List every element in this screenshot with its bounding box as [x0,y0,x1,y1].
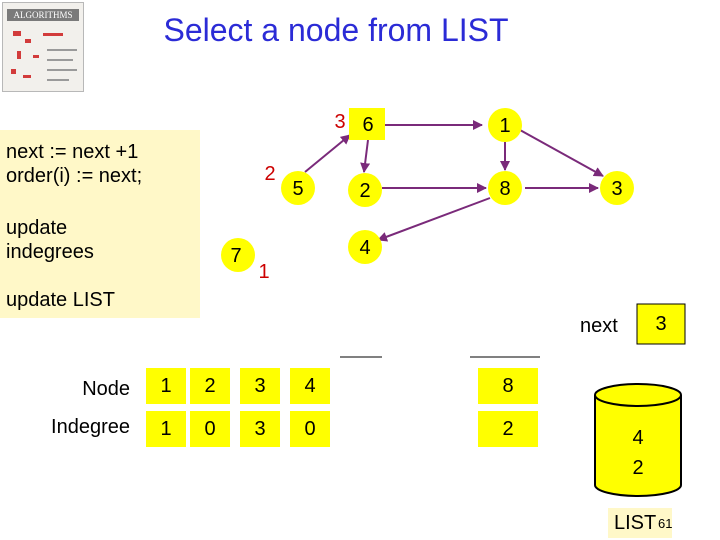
list-label: LIST [614,512,657,534]
book-title-text: ALGORITHMS [13,10,73,20]
node-3 [600,171,634,205]
table-cell-node: 3 [254,375,266,397]
node-label-4: 4 [359,237,370,259]
node-5 [281,171,315,205]
list-cylinder [594,383,682,497]
book-title-band [7,9,79,21]
code-line-indegrees: indegrees [6,241,94,263]
node-4 [348,230,382,264]
book-cover-image: ALGORITHMS [2,2,84,92]
code-line-update-list: update LIST [6,289,115,311]
edge-8-4 [377,197,491,242]
node-label-2: 2 [359,180,370,202]
edge-5-6 [304,134,351,173]
node-label-8: 8 [499,178,510,200]
code-line-update: update [6,217,68,239]
row-header-indegree: Indegree [51,416,130,438]
table-cell-indegree: 2 [502,418,514,440]
node-label-7: 7 [230,245,241,267]
node-label-3: 3 [611,178,622,200]
order-label-5: 2 [264,163,275,185]
table-cell-indegree: 0 [204,418,216,440]
code-line-order: order(i) := next; [6,165,143,187]
code-line-next: next := next +1 [6,141,139,163]
order-label-7: 1 [258,261,269,283]
edge-6-2 [360,139,371,173]
page-number: 61 [658,516,673,531]
node-label-5: 5 [292,178,303,200]
table-cell-node: 1 [160,375,172,397]
table-cell-node: 8 [502,375,514,397]
node-8 [488,171,522,205]
next-value-box [636,303,686,345]
node-label-1: 1 [499,115,510,137]
row-header-node: Node [82,378,130,400]
table-cell-indegree: 1 [160,418,172,440]
next-value: 3 [655,313,666,335]
node-7 [221,238,255,272]
list-item-1: 2 [632,457,643,479]
next-label: next [580,315,618,337]
order-label-6: 3 [334,111,345,133]
table-cell-node: 2 [204,375,216,397]
node-2 [348,173,382,207]
pseudo-code-panel: next := next +1 order(i) := next; update… [0,130,200,318]
list-label-box: LIST 61 [608,508,672,538]
node-1 [488,108,522,142]
table-cell-node: 4 [304,375,316,397]
node-6 [349,108,385,140]
table-cell-indegree: 0 [304,418,316,440]
edge-1-3 [519,129,604,177]
node-label-6: 6 [362,114,373,136]
table-cell-indegree: 3 [254,418,266,440]
list-item-0: 4 [632,427,643,449]
page-title: Select a node from LIST [163,12,509,48]
